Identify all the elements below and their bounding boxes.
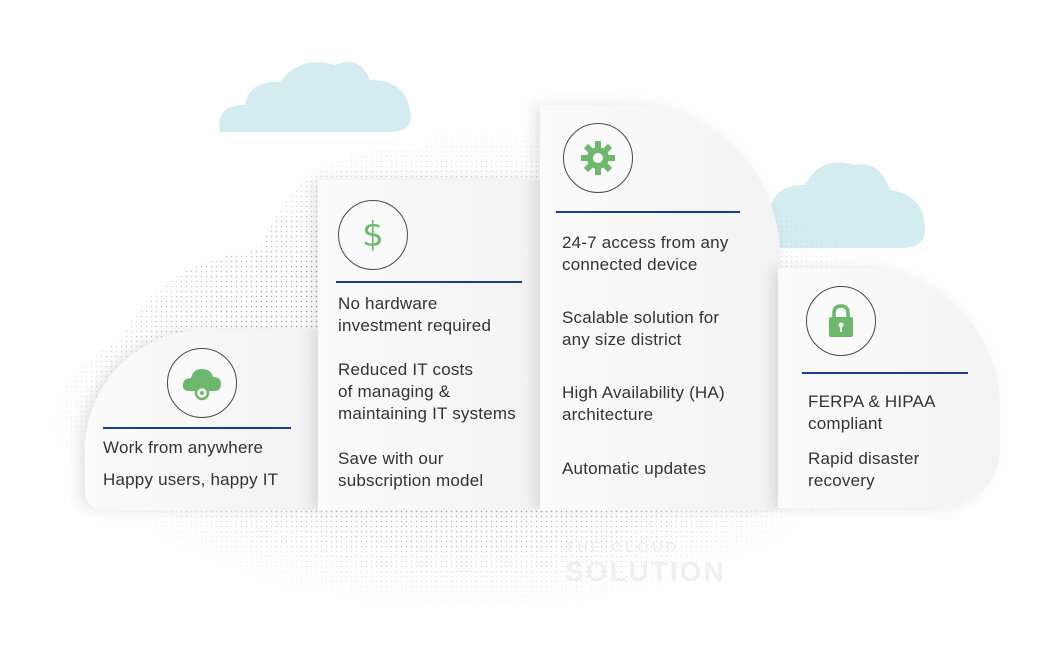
panel-divider [802,372,968,374]
ghost-caption: THE CLOUD SOLUTION [565,540,726,588]
feature-text: Rapid disaster recovery [808,449,920,490]
feature-text: No hardware investment required [338,294,492,335]
feature-text: FERPA & HIPAA compliant [808,392,936,433]
lock-icon [806,286,876,356]
feature-text: High Availability (HA) architecture [562,383,725,424]
feature-text: Work from anywhere [103,438,264,457]
background-cloud-left [219,62,411,133]
feature-text: 24-7 access from any connected device [562,233,729,274]
panel-access: 24-7 access from any connected device Sc… [540,105,780,510]
feature-text: Save with our subscription model [338,449,484,490]
ghost-caption-line1: THE CLOUD [565,539,680,556]
panel-cost-savings: $ No hardware investment required Reduce… [318,180,543,510]
panel-work-anywhere: Work from anywhere Happy users, happy IT [85,330,320,510]
panel-divider [103,427,291,429]
feature-text: Happy users, happy IT [103,470,279,489]
panel-divider [556,211,740,213]
feature-text: Scalable solution for any size district [562,308,720,349]
feature-text: Reduced IT costs of managing & maintaini… [338,360,516,423]
gear-icon [563,123,633,193]
feature-text: Automatic updates [562,459,707,478]
panel-divider [336,281,522,283]
cloud-gear-icon [167,348,237,418]
dollar-icon: $ [338,200,408,270]
ghost-caption-line2: SOLUTION [565,556,726,587]
